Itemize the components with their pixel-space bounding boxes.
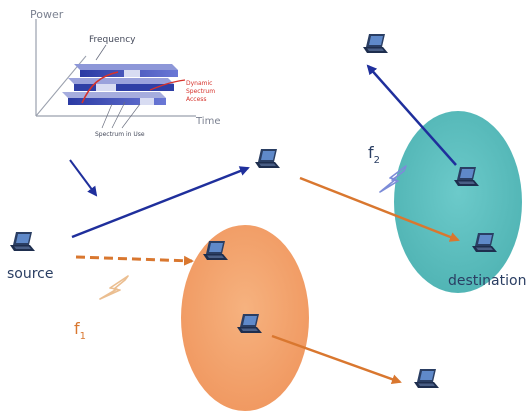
laptop-icon (255, 149, 280, 168)
spectrum-use-pointer (111, 101, 126, 129)
lightning-bolt-icon (99, 275, 129, 300)
channel-f2-label: f2 (368, 143, 380, 166)
channel-f1-label: f1 (74, 319, 86, 342)
spectrum-gap (124, 70, 140, 77)
spectrum-gap (140, 98, 154, 105)
dynamic-access-curve (81, 71, 119, 104)
spectrum-block (74, 64, 178, 70)
relay-to-destination-link (299, 176, 460, 242)
spectrum-use-pointer (101, 103, 113, 129)
dynamic-access-curve (149, 79, 186, 91)
source-to-neighbor-dashed-link (75, 255, 194, 266)
lightning-bolt-icon (379, 165, 407, 193)
source-label: source (7, 266, 54, 282)
laptop-icon (414, 369, 439, 388)
time-axis-label: Time (195, 116, 220, 127)
source-to-relay-link (71, 166, 250, 239)
inset-pointer-arrow (69, 159, 98, 197)
destination-region (394, 111, 522, 293)
destination-to-top-link (366, 64, 457, 166)
spectrum-block (68, 78, 174, 84)
spectrum-block (62, 92, 166, 98)
frequency-label: Frequency (89, 35, 136, 45)
spectrum-use-pointer (121, 103, 141, 129)
laptop-icon (363, 34, 388, 53)
frequency-pointer (95, 44, 107, 61)
laptop-icon (10, 232, 35, 251)
spectrum-in-use-label: Spectrum in Use (95, 131, 145, 138)
neighbor-to-bottom-link (271, 334, 402, 384)
power-axis-label: Power (30, 8, 64, 21)
destination-label: destination (448, 273, 526, 289)
spectrum-gap (96, 84, 116, 91)
spectrum-inset: Power Time Frequency Dynamic Spectrum Ac… (30, 8, 220, 138)
dynamic-access-label: Dynamic Spectrum Access (186, 80, 217, 103)
